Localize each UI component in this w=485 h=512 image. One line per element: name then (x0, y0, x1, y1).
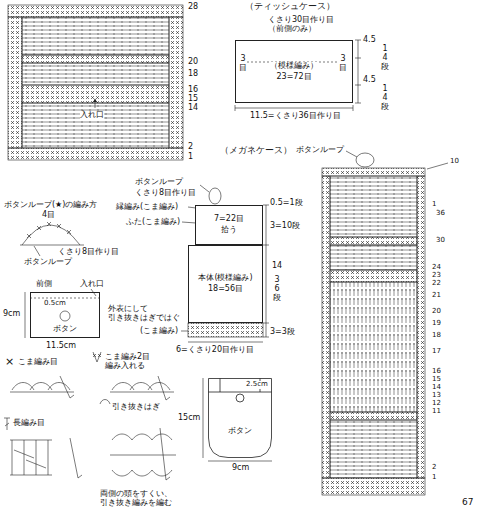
chart-label: 16 (432, 368, 441, 376)
chart-label: 1 (188, 153, 193, 162)
chart-label: 14段 (381, 85, 389, 111)
node-text: 23=72目 (275, 73, 312, 82)
chart-label: 10 (450, 158, 459, 166)
node-text: ボタン (52, 325, 78, 334)
chart-label: 36段 (273, 276, 281, 302)
chart-label: 15 (432, 376, 441, 384)
chart-label: 14 (272, 262, 282, 271)
chart-label: 3目 (339, 55, 347, 73)
chart-label: 15cm (178, 414, 200, 423)
chart-label: 13 (432, 392, 441, 400)
chart-label: (こま編み) (140, 327, 178, 336)
chart-label: ボタンループ(★)の編み方 (4, 201, 97, 210)
chart-label: 2 (188, 143, 193, 152)
chart-label: 3=3段 (270, 328, 295, 337)
chart-label: 19 (432, 320, 441, 328)
case-sketch: ボタン (208, 378, 272, 458)
chart-label: ふた(こま編み) (126, 218, 180, 227)
chart-label: 2.5cm (246, 381, 268, 389)
chart-label: 両側の頭をすくい、 引き抜き編みを編む (100, 490, 172, 508)
chart-label: 14 (432, 384, 441, 392)
chart-label: 4.5 (363, 36, 376, 45)
chart-label: 23 (432, 272, 441, 280)
chart-label: 入れ口 (80, 111, 104, 120)
chart-label: 20 (432, 308, 441, 316)
case-sketch: ボタン (30, 292, 100, 338)
chart-label: 15 (188, 95, 198, 104)
chart-label: × (5, 356, 14, 368)
chart-label: 20 (188, 58, 198, 67)
chart-label: くさり8目作り目 (135, 189, 196, 198)
chart-label: 36 (436, 210, 445, 218)
chart-label: 14 (188, 104, 198, 113)
chart-label: 4目 (42, 211, 55, 220)
node-text: ボタン (227, 427, 253, 436)
chart-label: 11.5cm (46, 342, 76, 351)
chart-label: 22 (432, 280, 441, 288)
node-text: 18=56目 (207, 285, 244, 294)
chart-label: 11 (432, 408, 441, 416)
chart-label: 外表にして 引き抜きはぎではぐ (108, 305, 180, 323)
chart-label: くさり30目作り目 （前側のみ） (268, 16, 334, 34)
node-text: （模様編み） (269, 62, 319, 71)
chart-label: 9cm (3, 310, 20, 319)
body-rect: 本体(模様編み) 18=56目 (188, 245, 263, 323)
chart-label: 縁編み(こま編み) (116, 203, 178, 212)
pattern-rect: （模様編み） 23=72目 (235, 40, 353, 103)
chart-label: 24 (432, 264, 441, 272)
chart-label: 17 (432, 348, 441, 356)
chart-label: 9cm (232, 464, 249, 473)
chart-label: 4.5 (363, 76, 376, 85)
chart-label: 14段 (381, 45, 389, 71)
chart-label: 0.5cm (44, 300, 66, 308)
chart-label: 28 (188, 3, 198, 12)
chart-label: （ティッシュケース） (245, 2, 335, 12)
chart-label: 長編み目 (13, 419, 45, 428)
node-text: 本体(模様編み) (197, 274, 253, 283)
chart-label: 30 (436, 237, 445, 245)
chart-label: 3=10段 (270, 222, 300, 231)
chart-label: 6=くさり20目作り目 (176, 346, 254, 355)
case-outline (208, 378, 272, 458)
chart-label: 引き抜きはぎ (112, 403, 160, 412)
page-number: 67 (462, 498, 473, 508)
chart-label: 0.5=1段 (270, 199, 303, 208)
chart-label: 11.5=くさり36目作り目 (250, 112, 341, 121)
chart-label: ボタンループ (135, 178, 183, 187)
chart-label: 2 (432, 464, 436, 472)
chart-label: （メガネケース） (220, 146, 292, 156)
chart-label: 18 (188, 70, 198, 79)
node-text: 7=22目 (213, 215, 245, 224)
chart-label: ボタンループ (296, 146, 344, 155)
chart-label: 入れ口 (80, 280, 104, 289)
chart-label: くさり8目作り目 (58, 248, 119, 257)
chart-label: 前側 (36, 280, 52, 289)
flap-rect: 7=22目拾う (195, 205, 263, 245)
node-text: 拾う (220, 226, 238, 235)
chart-label: 18 (432, 332, 441, 340)
chart-label: ボタンループ (24, 258, 72, 267)
chart-label: 1 (432, 201, 436, 209)
chart-label: こま編み2目 編み入れる (105, 353, 150, 371)
chart-label: 12 (432, 400, 441, 408)
chart-label: 1 (432, 474, 436, 482)
chart-label: 16 (188, 86, 198, 95)
chart-label: 21 (432, 292, 441, 300)
chart-label: 3目 (239, 55, 247, 73)
chart-label: こま編み目 (18, 358, 58, 367)
